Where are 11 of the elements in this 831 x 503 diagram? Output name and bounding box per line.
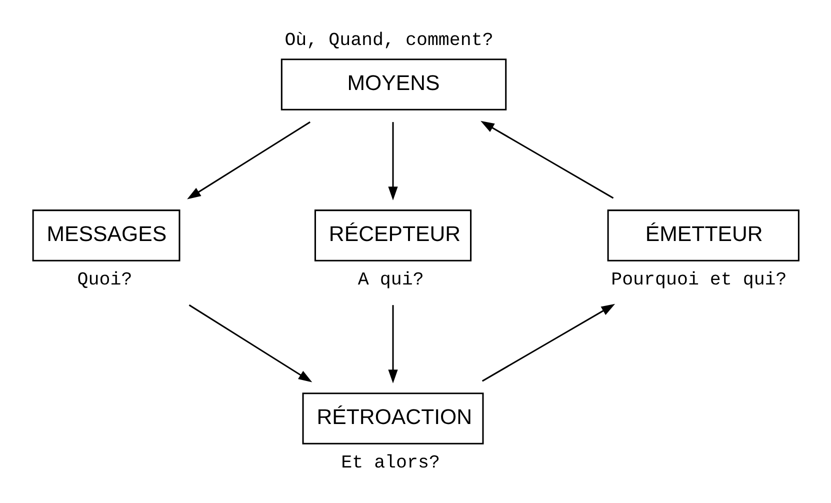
arrow [480,120,614,199]
node-label: Quoi? [77,270,132,290]
node-label: Et alors? [341,453,440,474]
arrow [188,304,312,382]
node-label: Où, Quand, comment? [284,30,494,51]
node-label: Pourquoi et qui? [611,270,787,290]
node-label: A qui? [358,270,424,290]
arrow [388,305,398,384]
arrow [388,122,398,200]
arrow [482,304,616,382]
arrow [187,121,310,200]
